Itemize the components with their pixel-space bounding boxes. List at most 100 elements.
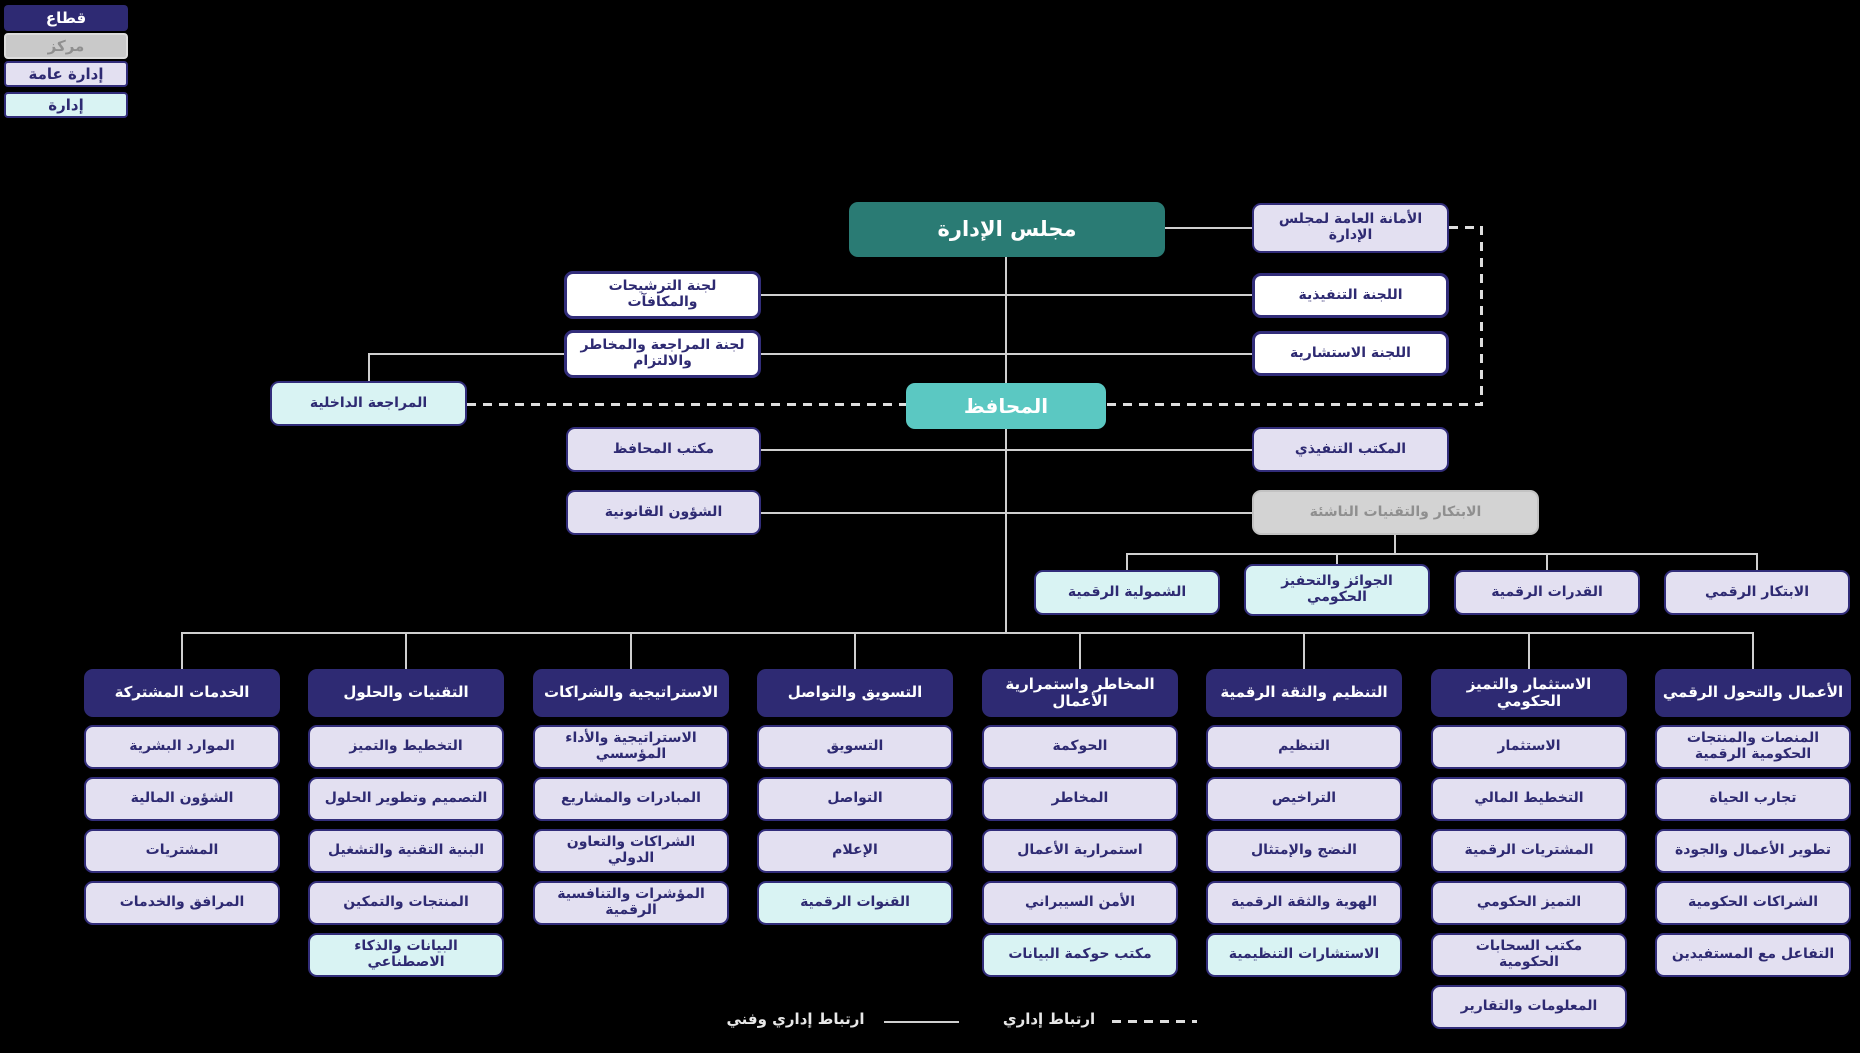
dept-box: الاستثمار [1431,725,1627,769]
dept-box: المشتريات [84,829,280,873]
innovation-emerging-tech-center-box: الابتكار والتقنيات الناشئة [1252,490,1539,535]
dept-box: التراخيص [1206,777,1402,821]
solid-line-sample [884,1021,959,1023]
column-investment-gov-excellence: الاستثمار والتميز الحكومي الاستثمار التخط… [1431,669,1627,1037]
column-regulation-digital-trust: التنظيم والثقة الرقمية التنظيم التراخيص ال… [1206,669,1402,985]
governor-box: المحافظ [906,383,1106,429]
connector-line [1126,553,1128,570]
dept-box: التنظيم [1206,725,1402,769]
dept-box: المبادرات والمشاريع [533,777,729,821]
dashed-line-sample [1112,1020,1197,1023]
column-risk-business-continuity: المخاطر واستمرارية الأعمال الحوكمة المخاط… [982,669,1178,985]
board-of-directors-box: مجلس الإدارة [849,202,1165,257]
column-header: المخاطر واستمرارية الأعمال [982,669,1178,717]
dept-box: المؤشرات والتنافسية الرقمية [533,881,729,925]
connector-line [1165,227,1252,229]
column-header: الخدمات المشتركة [84,669,280,717]
dept-box: تجارب الحياة [1655,777,1851,821]
dept-box: الإعلام [757,829,953,873]
digital-innovation-box: الابتكار الرقمي [1664,570,1850,615]
connector-line-dashed [467,403,907,406]
connector-line-dashed [1480,226,1483,406]
connector-line [1546,553,1548,570]
dept-box: البنية التقنية والتشغيل [308,829,504,873]
digital-inclusion-box: الشمولية الرقمية [1034,570,1220,615]
column-header: التسويق والتواصل [757,669,953,717]
connector-line [182,632,1754,634]
dept-box: الحوكمة [982,725,1178,769]
connector-line [761,512,1252,514]
dept-box: التميز الحكومي [1431,881,1627,925]
dept-box: الأمن السيبراني [982,881,1178,925]
column-header: الاستراتيجية والشراكات [533,669,729,717]
dept-box: الشؤون المالية [84,777,280,821]
column-strategy-partnerships: الاستراتيجية والشراكات الاستراتيجية والأ… [533,669,729,933]
connector-line-dashed [1449,226,1483,229]
digital-capabilities-box: القدرات الرقمية [1454,570,1640,615]
dept-box: التصميم وتطوير الحلول [308,777,504,821]
connector-line [1005,257,1007,384]
dept-box: المخاطر [982,777,1178,821]
column-business-digital-transformation: الأعمال والتحول الرقمي المنصات والمنتجات… [1655,669,1851,985]
dept-box: التفاعل مع المستفيدين [1655,933,1851,977]
dept-box: الاستراتيجية والأداء المؤسسي [533,725,729,769]
connector-line-dashed [1107,403,1483,406]
connector-line [1394,534,1396,554]
legend-item-general-department: إدارة عامة [4,61,128,87]
connector-line [1303,632,1305,669]
dept-box: التسويق [757,725,953,769]
connector-line [1126,553,1757,555]
gov-awards-incentives-box: الجوائز والتحفيز الحكومي [1244,564,1430,616]
dept-box: مكتب حوكمة البيانات [982,933,1178,977]
column-header: التنظيم والثقة الرقمية [1206,669,1402,717]
connector-line [761,294,1252,296]
legend-item-sector: قطاع [4,5,128,31]
dept-box: المنصات والمنتجات الحكومية الرقمية [1655,725,1851,769]
executive-office-box: المكتب التنفيذي [1252,427,1449,472]
dept-box: الشراكات والتعاون الدولي [533,829,729,873]
dept-box: الموارد البشرية [84,725,280,769]
legend-item-department: إدارة [4,92,128,118]
connector-line [761,449,1252,451]
connector-line [1336,553,1338,567]
connector-line [1752,632,1754,669]
dept-box: استمرارية الأعمال [982,829,1178,873]
connector-line [854,632,856,669]
dept-box: المرافق والخدمات [84,881,280,925]
dept-box: التخطيط والتميز [308,725,504,769]
connector-line [368,353,564,355]
connector-line [1005,429,1007,633]
internal-audit-box: المراجعة الداخلية [270,381,467,426]
dept-box: النضج والإمتثال [1206,829,1402,873]
dept-box: مكتب السحابات الحكومية [1431,933,1627,977]
connector-line [1528,632,1530,669]
dept-box: الشراكات الحكومية [1655,881,1851,925]
connector-line [368,353,370,382]
connector-line [405,632,407,669]
dept-box: المعلومات والتقارير [1431,985,1627,1029]
audit-risk-compliance-committee-box: لجنة المراجعة والمخاطر والالتزام [564,330,761,378]
connector-line [1079,632,1081,669]
column-technologies-solutions: التقنيات والحلول التخطيط والتميز التصميم … [308,669,504,985]
column-marketing-communication: التسويق والتواصل التسويق التواصل الإعلام ال… [757,669,953,933]
connector-line [181,632,183,669]
dept-box: المشتريات الرقمية [1431,829,1627,873]
connector-line [1756,553,1758,570]
governor-office-box: مكتب المحافظ [566,427,761,472]
dept-box: المنتجات والتمكين [308,881,504,925]
dept-box: الهوية والثقة الرقمية [1206,881,1402,925]
column-header: الأعمال والتحول الرقمي [1655,669,1851,717]
dept-box: التواصل [757,777,953,821]
dept-box: القنوات الرقمية [757,881,953,925]
dept-box: البيانات والذكاء الاصطناعي [308,933,504,977]
column-header: التقنيات والحلول [308,669,504,717]
board-secretariat-box: الأمانة العامة لمجلس الإدارة [1252,203,1449,253]
legend-item-center: مركز [4,33,128,59]
column-shared-services: الخدمات المشتركة الموارد البشرية الشؤون ا… [84,669,280,933]
legal-affairs-box: الشؤون القانونية [566,490,761,535]
admin-link-label: ارتباط إداري [1002,1010,1096,1028]
dept-box: التخطيط المالي [1431,777,1627,821]
column-header: الاستثمار والتميز الحكومي [1431,669,1627,717]
admin-technical-link-label: ارتباط إداري وفني [726,1010,865,1028]
